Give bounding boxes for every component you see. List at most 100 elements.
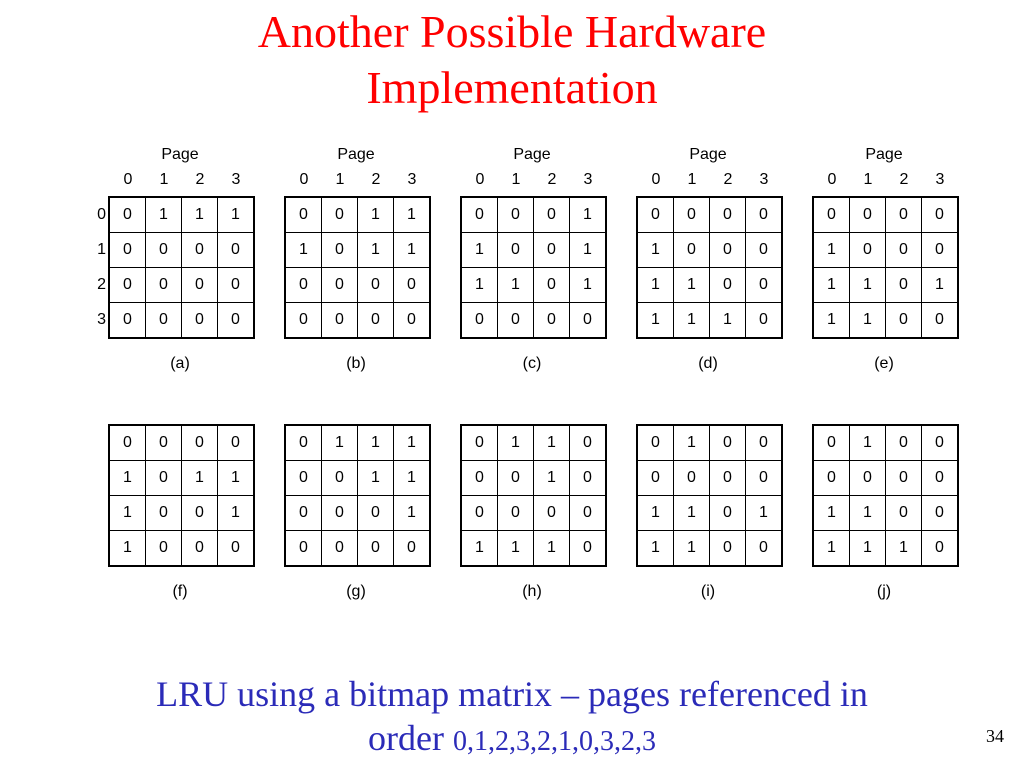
matrix-cell: 0	[886, 198, 921, 232]
matrix-cell: 0	[922, 496, 957, 530]
matrix-cell: 1	[746, 496, 781, 530]
matrix-cell: 0	[358, 303, 393, 337]
matrix-cell: 1	[674, 426, 709, 460]
page-column-header: 2	[547, 171, 557, 188]
matrix-cell: 0	[570, 531, 605, 565]
matrix-cell: 1	[674, 496, 709, 530]
matrix-cell: 0	[498, 233, 533, 267]
page-axis-label: Page	[513, 146, 551, 163]
matrix-cell: 0	[710, 233, 745, 267]
page-axis-label: Page	[689, 146, 727, 163]
matrix-cell: 0	[498, 496, 533, 530]
matrix-cell: 0	[462, 303, 497, 337]
page-axis-label: Page	[865, 146, 903, 163]
matrix-cell: 0	[534, 303, 569, 337]
matrix-cell: 1	[814, 496, 849, 530]
matrix-cell: 0	[146, 496, 181, 530]
panel-caption: (f)	[172, 583, 188, 600]
matrix-cell: 1	[358, 461, 393, 495]
matrix-cell: 0	[462, 198, 497, 232]
matrix-cell: 1	[462, 233, 497, 267]
page-column-header: 3	[583, 171, 593, 188]
matrix-cell: 1	[394, 233, 429, 267]
matrix-cell: 1	[922, 268, 957, 302]
matrix-cell: 1	[498, 268, 533, 302]
page-column-header: 3	[231, 171, 241, 188]
matrix-cell: 1	[570, 268, 605, 302]
matrix-cell: 1	[850, 268, 885, 302]
page-column-header: 2	[899, 171, 909, 188]
matrix-cell: 0	[146, 461, 181, 495]
panel-caption: (g)	[346, 583, 366, 600]
panel-caption: (h)	[522, 583, 542, 600]
matrix-cell: 0	[182, 303, 217, 337]
matrix-cell: 0	[746, 233, 781, 267]
matrix-cell: 1	[462, 268, 497, 302]
matrix-cell: 1	[674, 303, 709, 337]
matrix-cell: 0	[922, 198, 957, 232]
page-column-header: 1	[335, 171, 345, 188]
matrix-cell: 0	[746, 426, 781, 460]
matrix-cell: 0	[394, 531, 429, 565]
matrix-cell: 0	[322, 531, 357, 565]
matrix-cell: 0	[922, 303, 957, 337]
matrix-cell: 1	[394, 426, 429, 460]
matrix-cell: 0	[110, 426, 145, 460]
slide-number: 34	[986, 726, 1004, 746]
slide-title: Another Possible Hardware Implementation	[0, 4, 1024, 116]
matrix-cell: 0	[218, 233, 253, 267]
slide-title-line-2: Implementation	[366, 62, 658, 113]
matrix-cell: 0	[394, 268, 429, 302]
matrix-cell: 1	[570, 198, 605, 232]
matrix-cell: 1	[394, 198, 429, 232]
page-column-header: 3	[407, 171, 417, 188]
matrix-cell: 0	[674, 233, 709, 267]
matrix-cell: 0	[322, 496, 357, 530]
caption-line-2: order 0,1,2,3,2,1,0,3,2,3	[0, 716, 1024, 764]
matrix-cell: 1	[394, 461, 429, 495]
matrix-cell: 0	[674, 461, 709, 495]
matrix-cell: 0	[710, 198, 745, 232]
row-header: 1	[97, 241, 106, 258]
matrix-cell: 0	[814, 461, 849, 495]
matrix-cell: 0	[850, 461, 885, 495]
matrix-cell: 0	[146, 303, 181, 337]
matrix-cell: 0	[322, 303, 357, 337]
page-column-header: 0	[827, 171, 837, 188]
matrix-cell: 0	[886, 303, 921, 337]
matrix-cell: 0	[146, 531, 181, 565]
matrix-cell: 1	[814, 303, 849, 337]
matrix-cell: 0	[182, 426, 217, 460]
matrix-cell: 0	[570, 496, 605, 530]
page-axis-label: Page	[337, 146, 375, 163]
matrix-cell: 0	[286, 531, 321, 565]
matrix-cell: 0	[358, 496, 393, 530]
matrix-cell: 1	[462, 531, 497, 565]
matrix-cell: 1	[814, 233, 849, 267]
matrix-cell: 0	[710, 531, 745, 565]
matrix-cell: 0	[850, 233, 885, 267]
page-column-header: 2	[723, 171, 733, 188]
matrix-cell: 1	[394, 496, 429, 530]
matrix-cell: 0	[886, 426, 921, 460]
matrix-cell: 0	[358, 268, 393, 302]
matrix-cell: 1	[570, 233, 605, 267]
matrix-cell: 1	[498, 531, 533, 565]
page-column-header: 0	[475, 171, 485, 188]
matrix-cell: 1	[358, 426, 393, 460]
matrix-cell: 0	[746, 531, 781, 565]
matrix-cell: 0	[570, 303, 605, 337]
matrix-cell: 0	[710, 268, 745, 302]
page-column-header: 1	[511, 171, 521, 188]
panel-caption: (a)	[170, 355, 190, 372]
matrix-cell: 0	[110, 303, 145, 337]
